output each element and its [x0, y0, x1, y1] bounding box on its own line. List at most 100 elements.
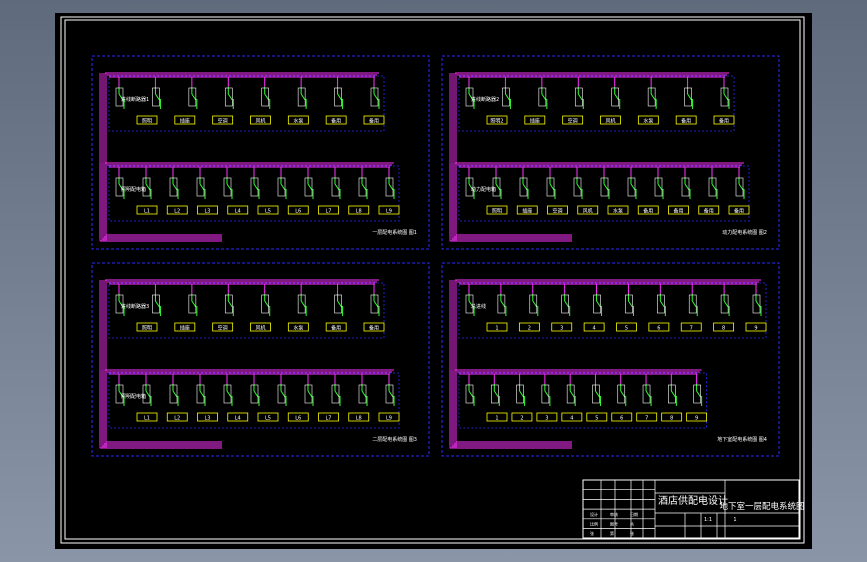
breaker-frame — [625, 294, 633, 314]
breaker-frame — [331, 177, 340, 197]
output-label-box — [551, 322, 573, 332]
output-label-box — [287, 115, 309, 125]
breaker-frame — [490, 384, 499, 404]
output-label: 9 — [695, 416, 698, 422]
breaker-blade — [630, 183, 636, 191]
breaker-frame — [708, 177, 717, 197]
output-label-box — [486, 205, 508, 215]
output-label-box — [713, 115, 735, 125]
breaker-blade — [723, 93, 729, 101]
output-label: L7 — [326, 416, 332, 422]
output-label: L6 — [295, 209, 301, 215]
breaker-frame — [502, 87, 510, 107]
breaker-blade — [696, 390, 702, 398]
breaker-blade — [145, 390, 151, 398]
output-label: 风机 — [605, 118, 615, 125]
breaker-frame — [115, 294, 124, 314]
output-label-box — [524, 115, 546, 125]
output-label: 1 — [495, 416, 498, 422]
breaker-frame — [188, 294, 197, 314]
breaker-frame — [261, 294, 270, 314]
breaker-blade — [264, 300, 270, 308]
breaker-frame — [519, 177, 528, 197]
output-label: L8 — [356, 209, 362, 215]
breaker-blade — [614, 93, 620, 101]
output-label: 风机 — [255, 118, 265, 125]
breaker-blade — [620, 390, 626, 398]
breaker-blade — [172, 390, 178, 398]
breaker-blade — [337, 93, 342, 101]
breaker-frame — [561, 294, 569, 314]
output-label-box — [728, 205, 750, 215]
output-label-box — [648, 322, 670, 332]
output-label: 照明 — [142, 326, 152, 332]
breaker-frame — [529, 294, 538, 314]
breaker-blade — [564, 300, 570, 308]
breaker-frame — [538, 87, 547, 107]
tb-cell-text: 第 — [610, 530, 614, 536]
output-label-box — [577, 205, 599, 215]
output-label: 照明 — [142, 119, 152, 125]
breaker-frame — [152, 294, 160, 314]
panel-caption: 一层配电系统图 图1 — [372, 229, 417, 236]
breaker-frame — [573, 177, 582, 197]
breaker-blade — [687, 93, 692, 101]
tb-cell-text: 共 — [630, 521, 634, 527]
breaker-frame — [250, 384, 259, 404]
inner-frame — [64, 19, 801, 540]
output-label-box — [713, 322, 735, 332]
breaker-blade — [227, 93, 233, 101]
breaker-blade — [118, 93, 124, 101]
output-label-box — [212, 115, 234, 125]
output-label: L9 — [386, 209, 392, 215]
breaker-row: 动力配电箱照明插座空调风机水泵备用备用备用备用 — [449, 162, 750, 238]
output-label-box — [197, 205, 218, 215]
panel-frame — [91, 55, 430, 250]
breaker-blade — [264, 93, 270, 101]
breaker-blade — [253, 390, 259, 398]
output-label-box — [661, 412, 683, 422]
breaker-blade — [226, 390, 232, 398]
breaker-frame — [593, 294, 601, 314]
breaker-frame — [304, 177, 313, 197]
breaker-frame — [465, 87, 474, 107]
tb-cell-text: 比例 — [590, 521, 598, 527]
breaker-blade — [307, 390, 313, 398]
output-label: L4 — [235, 416, 241, 422]
output-label-box — [325, 322, 347, 332]
breaker-frame — [250, 177, 259, 197]
output-label: 备用 — [681, 118, 691, 125]
breaker-frame — [684, 87, 692, 107]
breaker-frame — [385, 384, 394, 404]
panel-frame — [91, 262, 430, 457]
output-label-box — [136, 205, 158, 215]
breaker-frame — [681, 177, 690, 197]
output-label-box — [287, 205, 309, 215]
output-label-box — [136, 412, 158, 422]
breaker-blade — [495, 183, 501, 191]
output-label-box — [637, 115, 659, 125]
output-label-box — [561, 412, 583, 422]
output-label: 备用 — [673, 208, 683, 215]
output-label-box — [586, 412, 608, 422]
output-label-box — [518, 322, 540, 332]
output-label: 5 — [595, 416, 598, 422]
output-label-box — [486, 322, 508, 332]
breaker-blade — [191, 93, 197, 101]
breaker-blade — [361, 390, 367, 398]
breaker-blade — [172, 183, 178, 191]
output-label: 空调 — [218, 118, 228, 125]
output-label-box — [486, 412, 508, 422]
tb-cell-text: 设计 — [590, 511, 598, 517]
output-label: 6 — [620, 416, 623, 422]
output-label: L5 — [265, 416, 271, 422]
breaker-blade — [738, 183, 744, 191]
row-frame — [458, 165, 750, 222]
